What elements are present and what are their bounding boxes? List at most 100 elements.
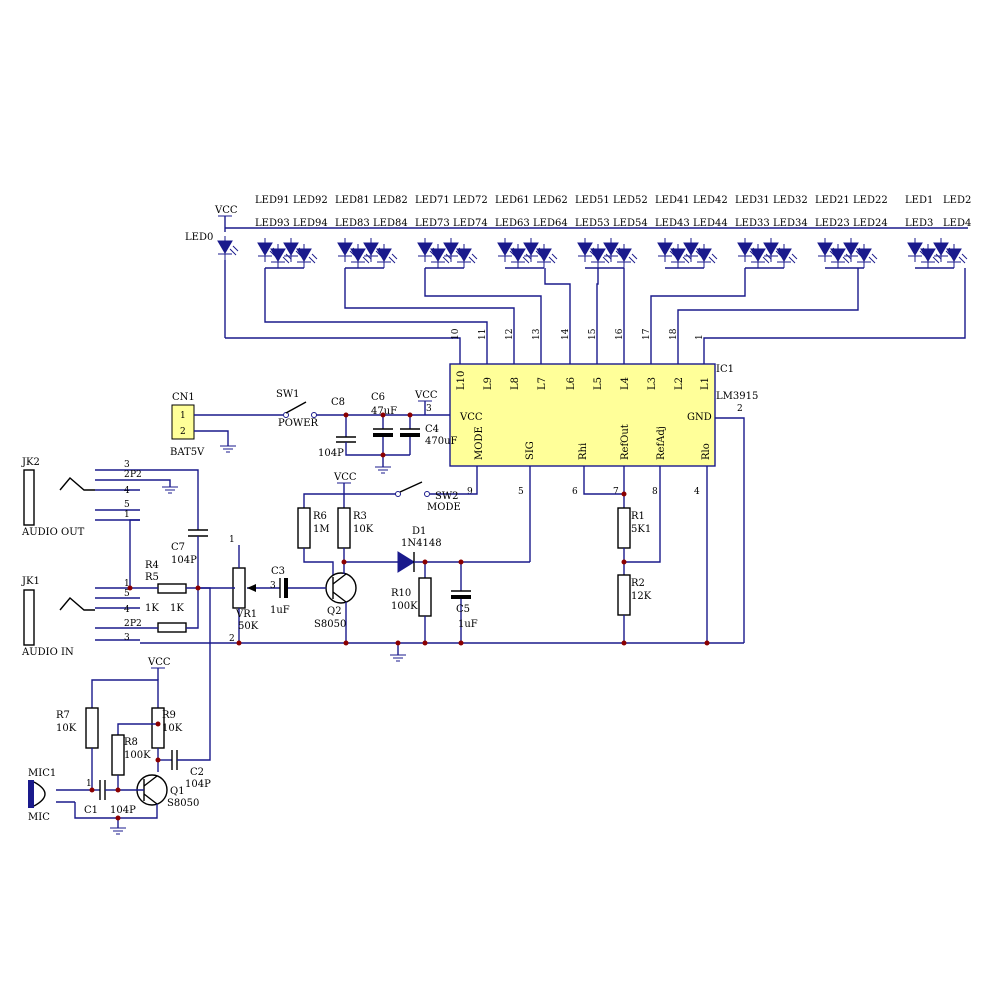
led-label: LED3	[905, 218, 933, 229]
led-label: LED34	[773, 218, 808, 229]
jacks-section: JK2 3 2 P2 4 5 1 AUDIO OUT C7 104P JK1 1	[21, 457, 235, 761]
led-label: LED64	[533, 218, 568, 229]
r8-value: 100K	[124, 750, 151, 761]
led-label: LED63	[495, 218, 530, 229]
ic-top-pin-number: 10	[451, 328, 461, 340]
r6-value: 1M	[313, 524, 330, 535]
led-label: LED41	[655, 195, 690, 206]
led-label: LED24	[853, 218, 888, 229]
led-label: LED84	[373, 218, 408, 229]
ic-pin-refadj: RefAdj	[656, 426, 667, 460]
vr1-pin2: 2	[229, 634, 235, 644]
d1-label: D1	[412, 526, 426, 537]
ic-pin-refout: RefOut	[620, 424, 631, 460]
vcc-label-ic: VCC	[414, 390, 438, 401]
c8-label: C8	[331, 397, 345, 408]
ic-pin-rhi: Rhi	[578, 443, 589, 460]
mode-switch-icon	[399, 481, 423, 493]
ic-pin-sig: SIG	[525, 441, 536, 460]
sw2-label: SW2	[435, 491, 459, 502]
ic-lm3915: IC1 LM3915 L1010L911L812L713L614L515L416…	[426, 328, 758, 497]
ic-top-pin-label: L3	[647, 377, 658, 390]
c3-value: 1uF	[270, 605, 290, 616]
ic-top-pin-number: 13	[532, 328, 542, 340]
led-label: LED1	[905, 195, 933, 206]
r4-label: R4	[145, 560, 159, 571]
vcc-label-leds: VCC	[214, 205, 238, 216]
led-label: LED61	[495, 195, 530, 206]
led-label: LED74	[453, 218, 488, 229]
led-label: LED22	[853, 195, 888, 206]
ic-top-pin-label: L6	[566, 377, 577, 390]
pin-num-rhi: 6	[572, 487, 578, 497]
c6-value: 47uF	[371, 406, 397, 417]
bat5v-label: BAT5V	[170, 447, 205, 458]
c2-value: 104P	[185, 779, 211, 790]
vcc-label-mic: VCC	[147, 657, 171, 668]
c7-value: 104P	[171, 555, 197, 566]
led-label: LED82	[373, 195, 408, 206]
c4-label: C4	[425, 424, 439, 435]
ic-ref: IC1	[716, 364, 734, 375]
r1-label: R1	[631, 511, 645, 522]
led-label: LED92	[293, 195, 328, 206]
led-label: LED71	[415, 195, 450, 206]
q2-label: Q2	[327, 606, 342, 617]
ic-top-pin-label: L4	[620, 377, 631, 390]
led-label: LED44	[693, 218, 728, 229]
r2-label: R2	[631, 578, 645, 589]
c5-label: C5	[456, 604, 470, 615]
q1-value: S8050	[167, 798, 199, 809]
jk1-label: JK1	[21, 576, 40, 587]
r8-label: R8	[124, 737, 138, 748]
c1-value: 104P	[110, 805, 136, 816]
mic1-label: MIC1	[28, 768, 56, 779]
mic-label: MIC	[28, 812, 50, 823]
led-label: LED73	[415, 218, 450, 229]
vr1-value: 50K	[238, 621, 259, 632]
pin-num-gnd: 2	[737, 404, 743, 414]
led-label: LED94	[293, 218, 328, 229]
c2-label: C2	[190, 767, 204, 778]
power-label: POWER	[278, 418, 319, 429]
led-label: LED2	[943, 195, 971, 206]
jk1-pin3: 3	[124, 633, 130, 643]
r5-value: 1K	[170, 603, 184, 614]
jk2-pin2: 2	[124, 470, 130, 480]
mode-section: SW2 MODE VCC	[303, 466, 478, 513]
ground-icon	[374, 466, 392, 474]
r3-value: 10K	[353, 524, 374, 535]
ic-top-pin-label: L2	[674, 377, 685, 390]
ic-body	[449, 363, 716, 467]
cn1-pin2: 2	[180, 427, 186, 437]
ic-top-pin-number: 16	[615, 328, 625, 340]
ic-top-pin-number: 18	[669, 328, 679, 340]
led0-label: LED0	[185, 232, 213, 243]
vcc-label-q2: VCC	[333, 472, 357, 483]
r9-value: 10K	[162, 723, 183, 734]
led-label: LED21	[815, 195, 850, 206]
led-icon	[696, 243, 718, 269]
jk2-name: AUDIO OUT	[21, 527, 85, 538]
pin-num-vcc: 3	[426, 404, 432, 414]
ic-top-pin-number: 1	[695, 334, 705, 340]
r4-value: 1K	[145, 603, 159, 614]
led-icon	[536, 243, 558, 269]
r6-label: R6	[313, 511, 327, 522]
ground-icon	[161, 486, 179, 494]
jk2-pin1: 1	[124, 510, 130, 520]
led-icon	[616, 243, 638, 269]
q1-label: Q1	[170, 786, 185, 797]
r2-value: 12K	[631, 591, 652, 602]
ic-top-pin-number: 12	[505, 329, 515, 340]
vr1-label: VR1	[235, 609, 257, 620]
ic-top-pin-number: 14	[561, 328, 571, 340]
ic-top-pin-label: L5	[593, 377, 604, 390]
